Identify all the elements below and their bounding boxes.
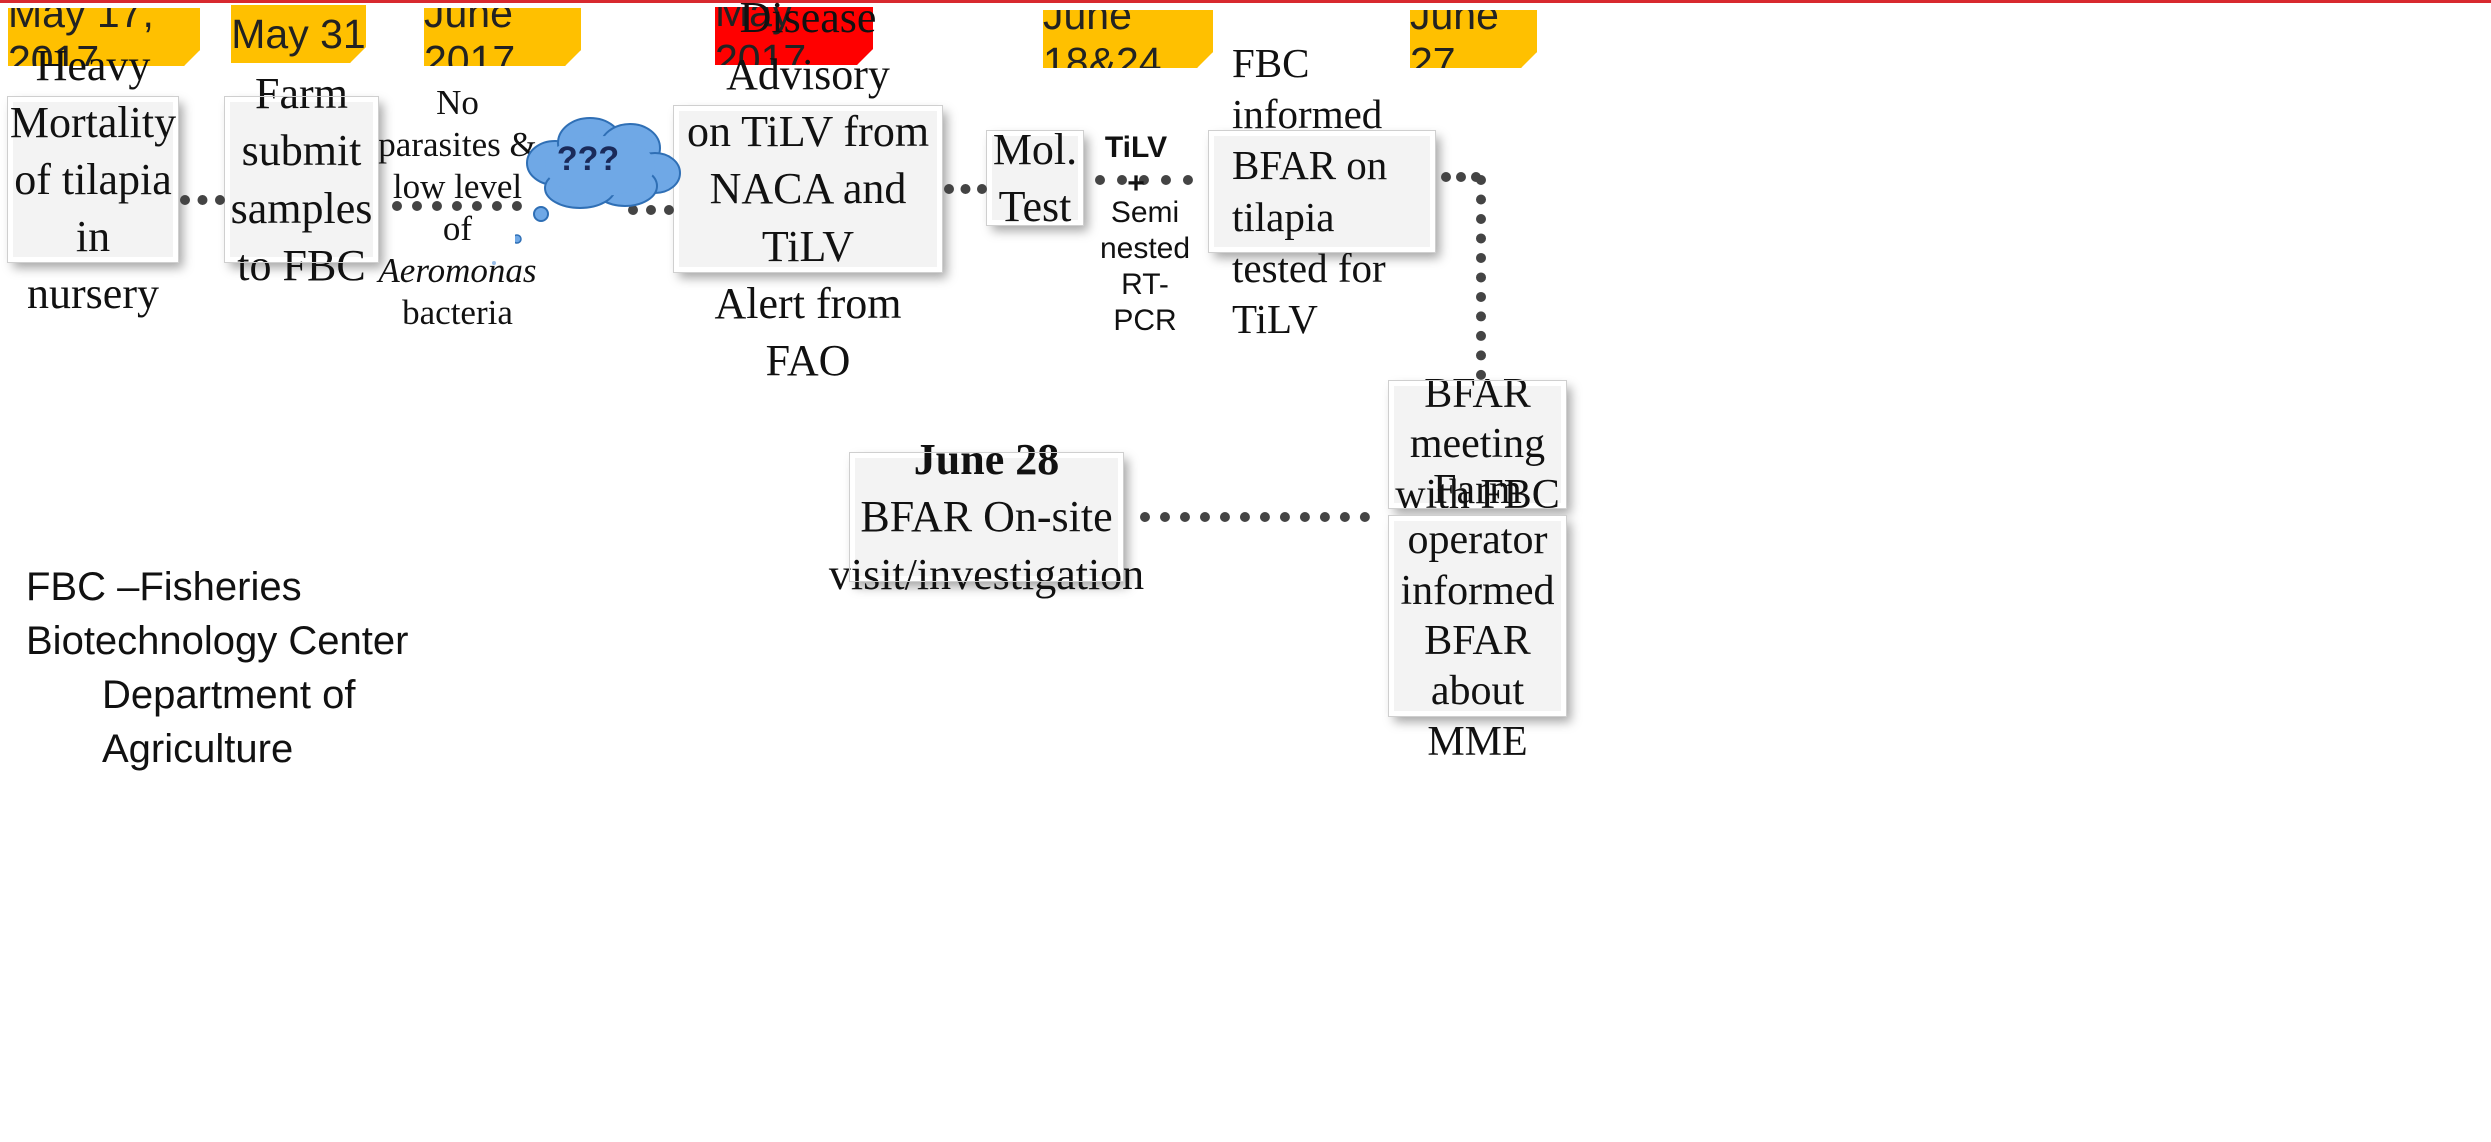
lab-result-line: No parasites &: [378, 83, 537, 164]
visit-date: June 28: [913, 435, 1060, 485]
step-bfar-meeting: BFAR meeting with FBC: [1388, 371, 1567, 518]
step-text-line: Heavy: [35, 40, 151, 90]
connector-advisory-moltest: [944, 184, 987, 194]
step-text-line: NACA and TiLV: [709, 164, 907, 271]
step-text-line: Disease Advisory: [726, 0, 890, 100]
connector-moltest-informed: [1095, 175, 1193, 185]
thought-dot: [492, 261, 496, 265]
step-text-line: Test: [998, 182, 1072, 231]
step-text-line: BFAR on tilapia: [1232, 142, 1388, 240]
step-text-line: samples: [230, 183, 373, 233]
method-line: Semi nested: [1099, 196, 1191, 265]
step-text-line: visit/investigation: [828, 549, 1145, 599]
step-text-line: BFAR On-site: [860, 492, 1113, 542]
step-text-line: submit: [241, 126, 362, 176]
date-note-may-2017: May 2017: [715, 7, 873, 65]
step-fbc-informed-bfar: FBC informed BFAR on tilapia tested for …: [1208, 40, 1436, 342]
step-text-line: Mol.: [992, 124, 1078, 174]
step-disease-advisory: Disease Advisory on TiLV from NACA and T…: [673, 0, 943, 385]
step-text-line: with FBC: [1395, 471, 1560, 518]
step-text-line: meeting: [1409, 421, 1546, 468]
lab-result-line: bacteria: [402, 293, 513, 332]
lab-result-note: No parasites & low level of Aeromonas ba…: [375, 82, 540, 334]
step-mol-test: Mol. Test: [986, 125, 1084, 231]
method-line: RT- PCR: [1113, 268, 1177, 337]
step-farm-operator-informed: Farm operator informed BFAR about MME: [1388, 467, 1567, 765]
step-text-line: Alert from FAO: [714, 278, 902, 385]
lab-result-line: Aeromonas: [378, 251, 537, 290]
abbreviation-legend: FBC –Fisheries Biotechnology Center Depa…: [26, 560, 546, 776]
connector-cloud-advisory: [628, 205, 674, 215]
date-note-june-2017: June 2017: [424, 8, 581, 66]
cloud-question-marks: ???: [556, 140, 620, 178]
top-accent-line: [0, 0, 2491, 3]
legend-line: Department of Agriculture: [102, 673, 356, 771]
step-text-line: to FBC: [237, 240, 366, 290]
question-cloud: [515, 117, 681, 244]
connector-mortality-samples: [180, 195, 225, 205]
connector-down-to-meeting: [1476, 175, 1486, 380]
step-text-line: operator: [1407, 517, 1548, 564]
step-text-line: BFAR about: [1424, 618, 1531, 715]
connector-meeting-visit: [1140, 512, 1370, 522]
step-text-line: MME: [1427, 718, 1528, 765]
lab-result-line: low level of: [392, 167, 523, 248]
date-note-june-18-24: June 18&24: [1043, 10, 1213, 68]
connector-samples-cloud: [392, 201, 522, 211]
step-text-line: Farm: [255, 69, 348, 119]
step-text-line: FBC informed: [1232, 39, 1383, 137]
connector-informed-right: [1441, 172, 1481, 182]
legend-line: FBC –Fisheries Biotechnology Center: [26, 565, 409, 663]
date-note-may-31: May 31: [231, 5, 366, 63]
step-text-line: Mortality: [9, 97, 177, 147]
step-text-line: on TiLV from: [686, 107, 930, 157]
step-farm-submit-samples: Farm submit samples to FBC: [224, 69, 379, 290]
step-text-line: tested for TiLV: [1232, 244, 1386, 342]
step-bfar-onsite-visit: June 28 BFAR On-site visit/investigation: [829, 435, 1144, 598]
method-label: Semi nested RT- PCR: [1086, 195, 1204, 339]
step-text-line: informed: [1400, 567, 1555, 614]
step-heavy-mortality: Heavy Mortality of tilapia in nursery: [7, 41, 179, 318]
step-text-line: of tilapia: [14, 154, 172, 204]
tilv-positive-label: TiLV +: [1104, 131, 1168, 200]
step-text-line: in nursery: [27, 212, 159, 319]
step-text-line: Farm: [1433, 466, 1522, 513]
